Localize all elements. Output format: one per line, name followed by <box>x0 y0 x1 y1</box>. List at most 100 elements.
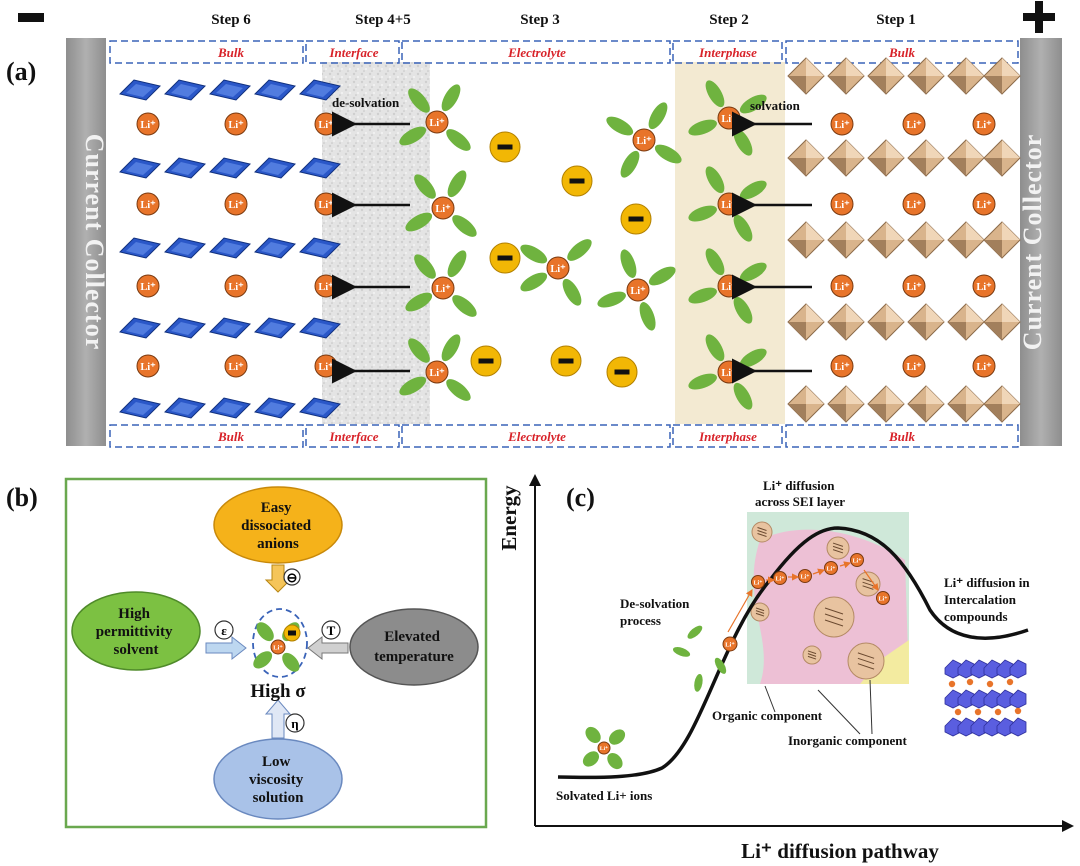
cathode-crystal <box>827 303 865 341</box>
arrow-from-left <box>205 635 247 661</box>
right-collector-label: Current Collector <box>1018 134 1047 351</box>
cathode-crystal-dark <box>984 240 1002 258</box>
solvent-molecule <box>414 174 436 199</box>
li-ion-circle <box>425 110 449 134</box>
li-ion: Li⁺ <box>902 112 926 136</box>
anode-crystal <box>209 79 251 101</box>
li-ion: Li⁺ <box>224 112 248 136</box>
anode-crystal-highlight <box>261 322 288 335</box>
cathode-crystal-dark <box>984 404 1002 422</box>
intercalated-li-dot <box>966 678 974 686</box>
left-current-collector <box>66 38 106 446</box>
li-ion-label: Li⁺ <box>228 200 243 211</box>
grain-lattice <box>757 533 767 537</box>
inorganic-grain <box>847 642 885 680</box>
intercalated-li-dot <box>954 708 962 716</box>
li-ion-label: Li⁺ <box>550 264 565 275</box>
anode-crystal-highlight <box>306 402 333 415</box>
li-ion-label: Li⁺ <box>228 282 243 293</box>
li-ion: Li⁺ <box>902 274 926 298</box>
cathode-crystal-light <box>1002 140 1020 158</box>
grain-lattice <box>807 650 817 655</box>
solvent-molecule <box>687 625 703 639</box>
cathode-crystal-light <box>1002 222 1020 240</box>
cathode-crystal-light <box>846 140 864 158</box>
cathode-crystal <box>787 303 825 341</box>
cathode-crystal <box>947 303 985 341</box>
cathode-crystal-dark <box>948 322 966 340</box>
step-heading: Step 4+5 <box>355 12 411 28</box>
grain-lattice <box>755 607 765 612</box>
right-line-2: temperature <box>374 649 454 665</box>
li-ion: Li⁺ <box>717 106 741 130</box>
anode-crystal-highlight <box>171 322 198 335</box>
solvent-molecule <box>606 116 634 136</box>
li-ion-label: Li⁺ <box>906 362 921 373</box>
li-ion-label: Li⁺ <box>435 284 450 295</box>
anode-crystal <box>119 237 161 259</box>
li-ion: Li⁺ <box>717 360 741 384</box>
anode-crystal-highlight <box>126 322 153 335</box>
solvent-molecule <box>282 652 300 672</box>
cathode-crystal-dark <box>828 76 846 94</box>
anode-crystal <box>299 397 341 419</box>
cathode-crystal-light <box>1002 386 1020 404</box>
anion-minus-icon <box>628 216 644 222</box>
solvent-molecule <box>688 287 717 304</box>
anion <box>470 345 502 377</box>
intercalated-li-dot <box>986 680 994 688</box>
bottom-region-label: Electrolyte <box>507 429 566 444</box>
anode-crystal-highlight <box>126 242 153 255</box>
center-dashed-ring <box>252 608 308 678</box>
cathode-crystal-light <box>806 222 824 240</box>
anode-crystal-highlight <box>306 162 333 175</box>
top-region-box <box>305 40 400 64</box>
li-ion: Li⁺ <box>632 128 656 152</box>
sei-title-2: across SEI layer <box>755 494 845 509</box>
li-ion: Li⁺ <box>546 256 570 280</box>
bottom-region-label: Bulk <box>888 429 916 444</box>
grain-lattice <box>755 612 765 617</box>
anode-crystal-highlight <box>261 84 288 97</box>
anode-crystal <box>299 237 341 259</box>
li-ion-circle <box>972 192 996 216</box>
anion <box>620 203 652 235</box>
cathode-crystal <box>983 303 1021 341</box>
low-viscosity-solution-bubble <box>213 738 343 820</box>
li-ion-label: Li⁺ <box>976 282 991 293</box>
top-region-label: Bulk <box>217 45 245 60</box>
intercalated-li-dot <box>1014 707 1022 715</box>
cathode-crystal <box>827 221 865 259</box>
li-ion-label: Li⁺ <box>852 557 861 564</box>
anode-crystal-highlight <box>126 162 153 175</box>
li-ion-label: Li⁺ <box>228 362 243 373</box>
anion <box>489 131 521 163</box>
top-region-label: Electrolyte <box>507 45 566 60</box>
cathode-crystal-light <box>886 222 904 240</box>
arrow-from-right <box>307 635 349 661</box>
li-ion-circle <box>136 192 160 216</box>
cathode-crystal <box>867 57 905 95</box>
anion <box>283 624 301 642</box>
intercalation-stack-icon <box>944 659 1027 737</box>
cathode-crystal <box>947 139 985 177</box>
li-ion-circle <box>431 196 455 220</box>
cathode-crystal <box>983 139 1021 177</box>
solvation-label: solvation <box>750 98 801 113</box>
solvent-molecule <box>597 291 626 308</box>
cathode-crystal <box>787 57 825 95</box>
li-ion-label: Li⁺ <box>140 362 155 373</box>
anion-minus-icon <box>478 358 494 364</box>
cathode-crystal <box>983 385 1021 423</box>
solvent-molecule <box>414 254 436 279</box>
negative-sign-icon <box>18 13 44 22</box>
li-ion: Li⁺ <box>902 192 926 216</box>
solvated-li-cluster: Li⁺ <box>399 84 471 151</box>
grain-lattice <box>824 613 844 621</box>
top-region-box <box>785 40 1019 64</box>
li-ion: Li⁺ <box>314 192 338 216</box>
cathode-crystal-dark <box>828 322 846 340</box>
li-ion-label: Li⁺ <box>435 204 450 215</box>
anode-crystal <box>119 79 161 101</box>
bottom-region-box <box>305 424 400 448</box>
